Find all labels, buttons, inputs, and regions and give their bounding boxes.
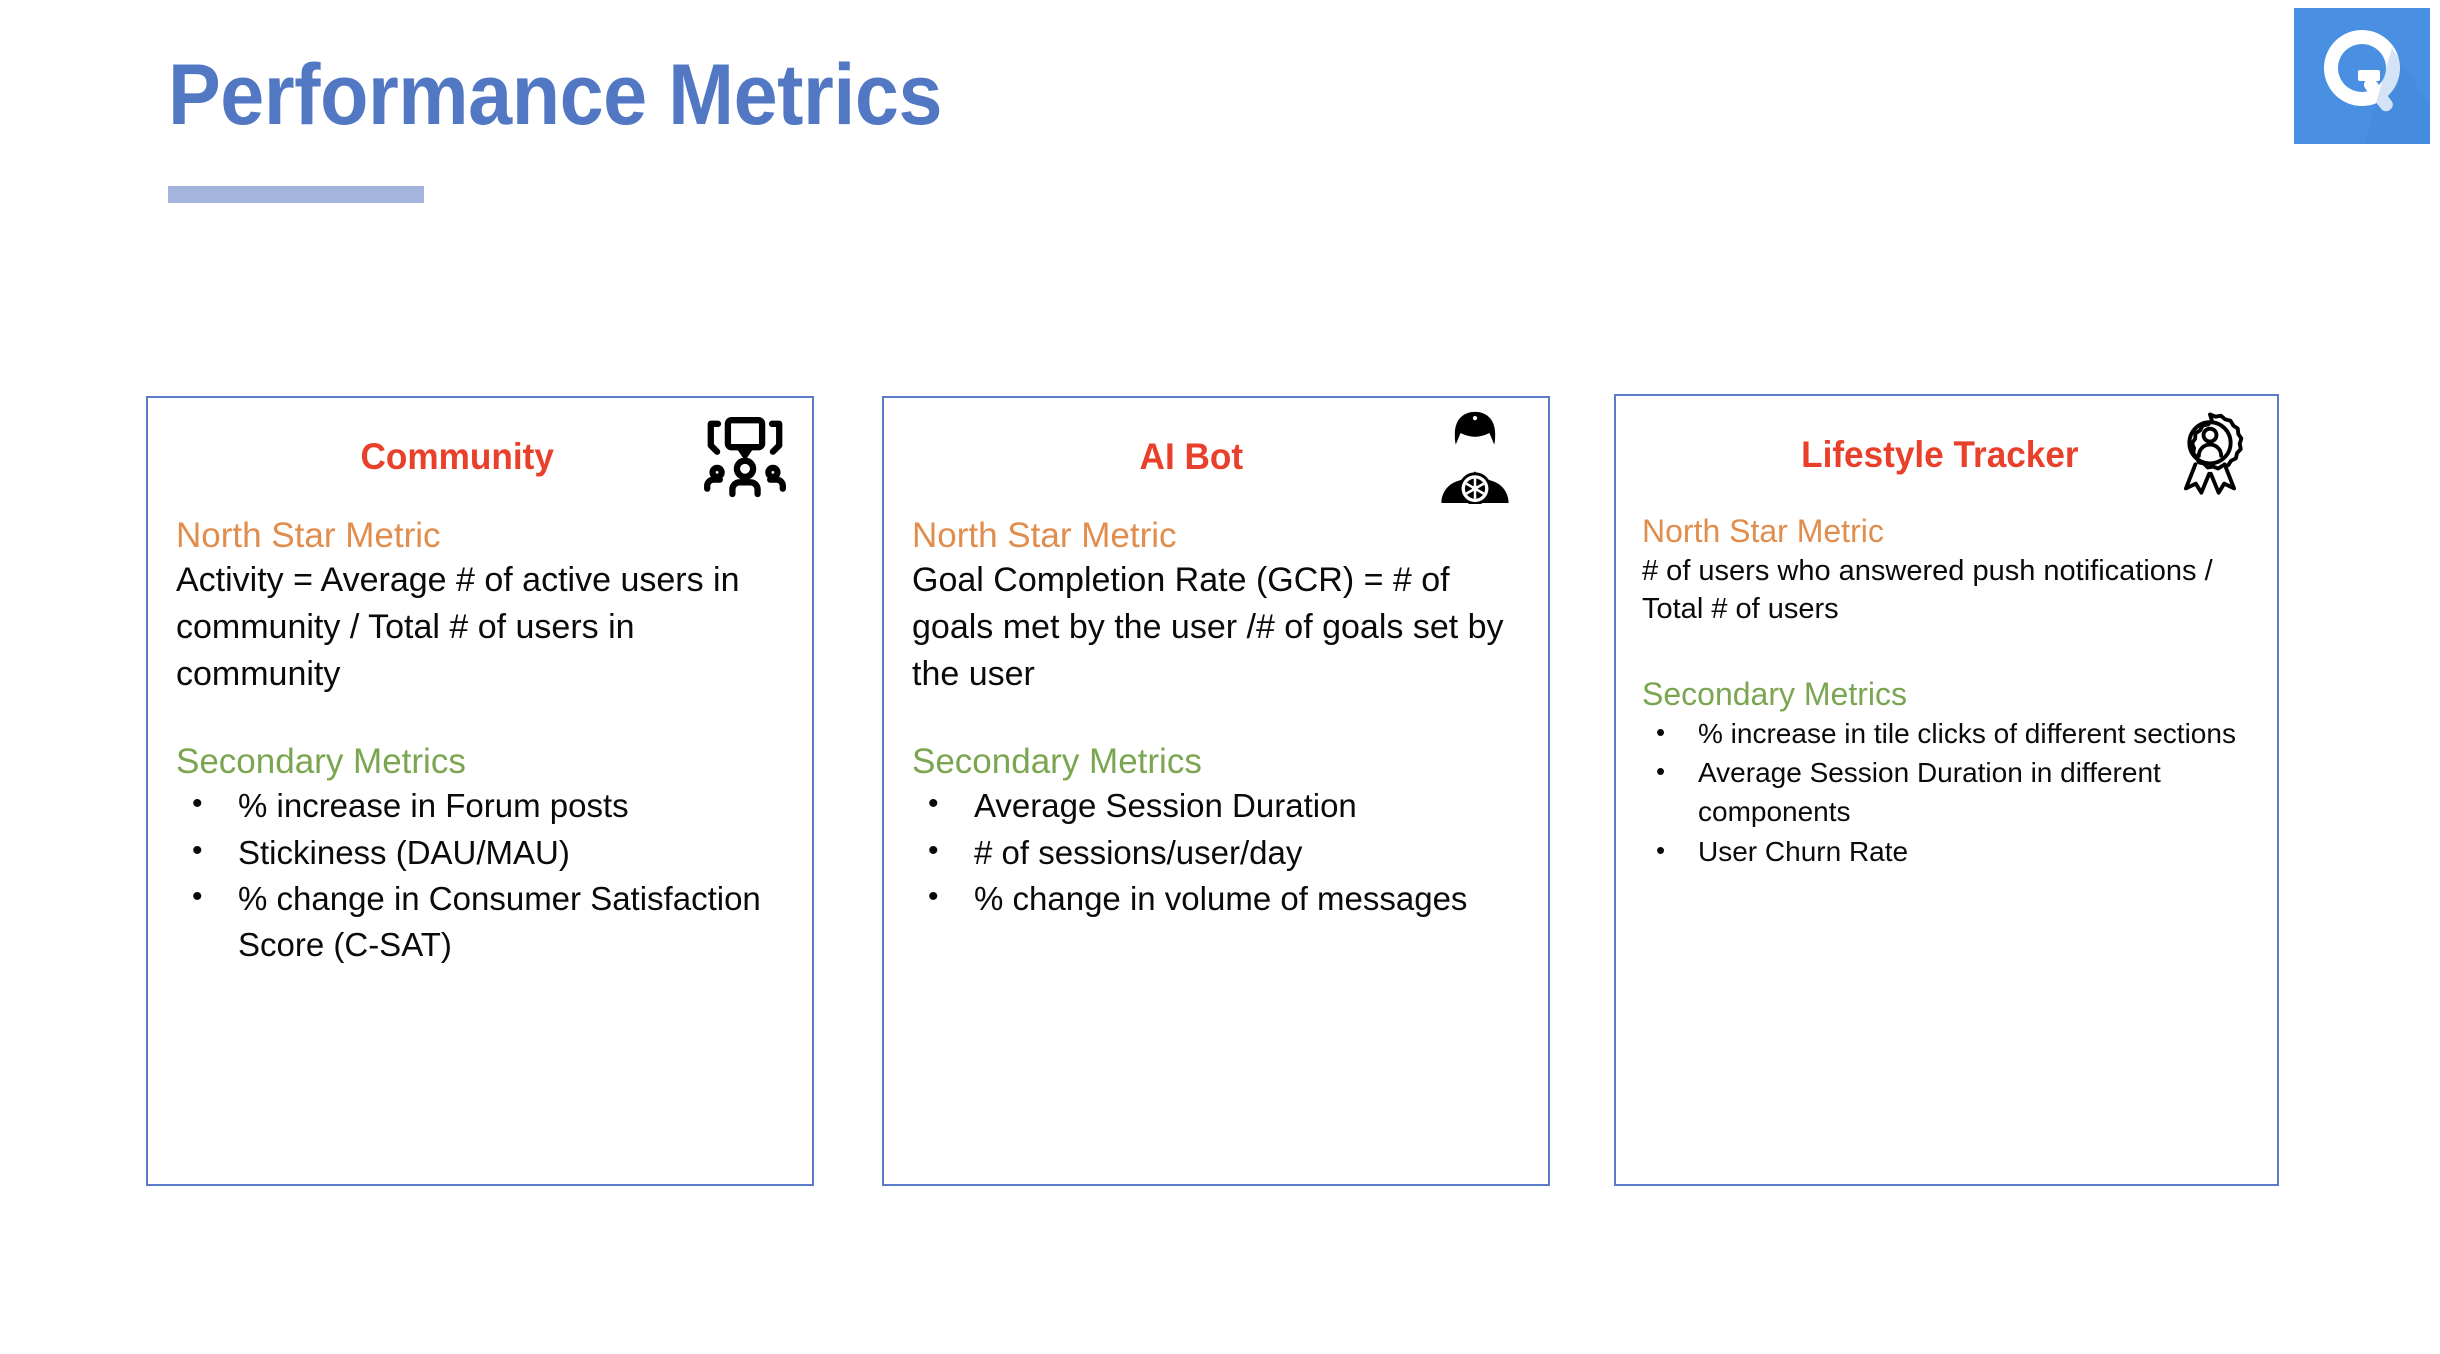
card-header: Community xyxy=(148,398,812,516)
list-item: % increase in tile clicks of different s… xyxy=(1642,714,2255,754)
metric-card-community: Community North Star Metric Activi xyxy=(146,396,814,1186)
list-item: # of sessions/user/day xyxy=(912,829,1522,876)
secondary-metrics-label: Secondary Metrics xyxy=(176,741,466,781)
card-body: North Star Metric Goal Completion Rate (… xyxy=(884,516,1548,922)
north-star-metric-text: Activity = Average # of active users in … xyxy=(176,561,740,693)
card-body: North Star Metric # of users who answere… xyxy=(1616,513,2277,872)
title-underline-bar xyxy=(168,186,424,203)
award-badge-person-icon xyxy=(2167,408,2253,500)
card-title: Lifestyle Tracker xyxy=(1801,434,2079,475)
spacer xyxy=(176,698,786,742)
north-star-metric-label: North Star Metric xyxy=(912,516,1177,555)
spacer xyxy=(1642,629,2255,677)
list-item: % change in Consumer Satisfaction Score … xyxy=(176,875,786,967)
page-title: Performance Metrics xyxy=(168,47,943,143)
metric-card-lifestyle-tracker: Lifestyle Tracker North Star Metric # of… xyxy=(1614,394,2279,1186)
secondary-metrics-label: Secondary Metrics xyxy=(912,741,1202,781)
q-magnifier-logo-icon xyxy=(2294,8,2430,144)
secondary-metrics-list: Average Session Duration # of sessions/u… xyxy=(912,782,1522,922)
list-item: Average Session Duration in different co… xyxy=(1642,753,2255,831)
metric-card-ai-bot: AI Bot xyxy=(882,396,1550,1186)
card-body: North Star Metric Activity = Average # o… xyxy=(148,516,812,967)
north-star-metric-text: Goal Completion Rate (GCR) = # of goals … xyxy=(912,561,1504,693)
north-star-metric-label: North Star Metric xyxy=(1642,513,1884,549)
list-item: % change in volume of messages xyxy=(912,875,1522,922)
north-star-metric-label: North Star Metric xyxy=(176,516,441,555)
ai-bot-person-icon xyxy=(1436,408,1514,504)
list-item: % increase in Forum posts xyxy=(176,782,786,829)
secondary-metrics-label: Secondary Metrics xyxy=(1642,675,1907,712)
card-title: AI Bot xyxy=(1139,436,1244,477)
list-item: Stickiness (DAU/MAU) xyxy=(176,829,786,876)
spacer xyxy=(912,698,1522,742)
community-group-chat-icon xyxy=(700,412,790,504)
secondary-metrics-list: % increase in tile clicks of different s… xyxy=(1642,714,2255,872)
card-header: Lifestyle Tracker xyxy=(1616,396,2277,514)
list-item: Average Session Duration xyxy=(912,782,1522,829)
card-header: AI Bot xyxy=(884,398,1548,516)
north-star-metric-text: # of users who answered push notificatio… xyxy=(1642,554,2213,626)
card-title: Community xyxy=(360,436,554,477)
list-item: User Churn Rate xyxy=(1642,832,2255,872)
secondary-metrics-list: % increase in Forum posts Stickiness (DA… xyxy=(176,782,786,967)
